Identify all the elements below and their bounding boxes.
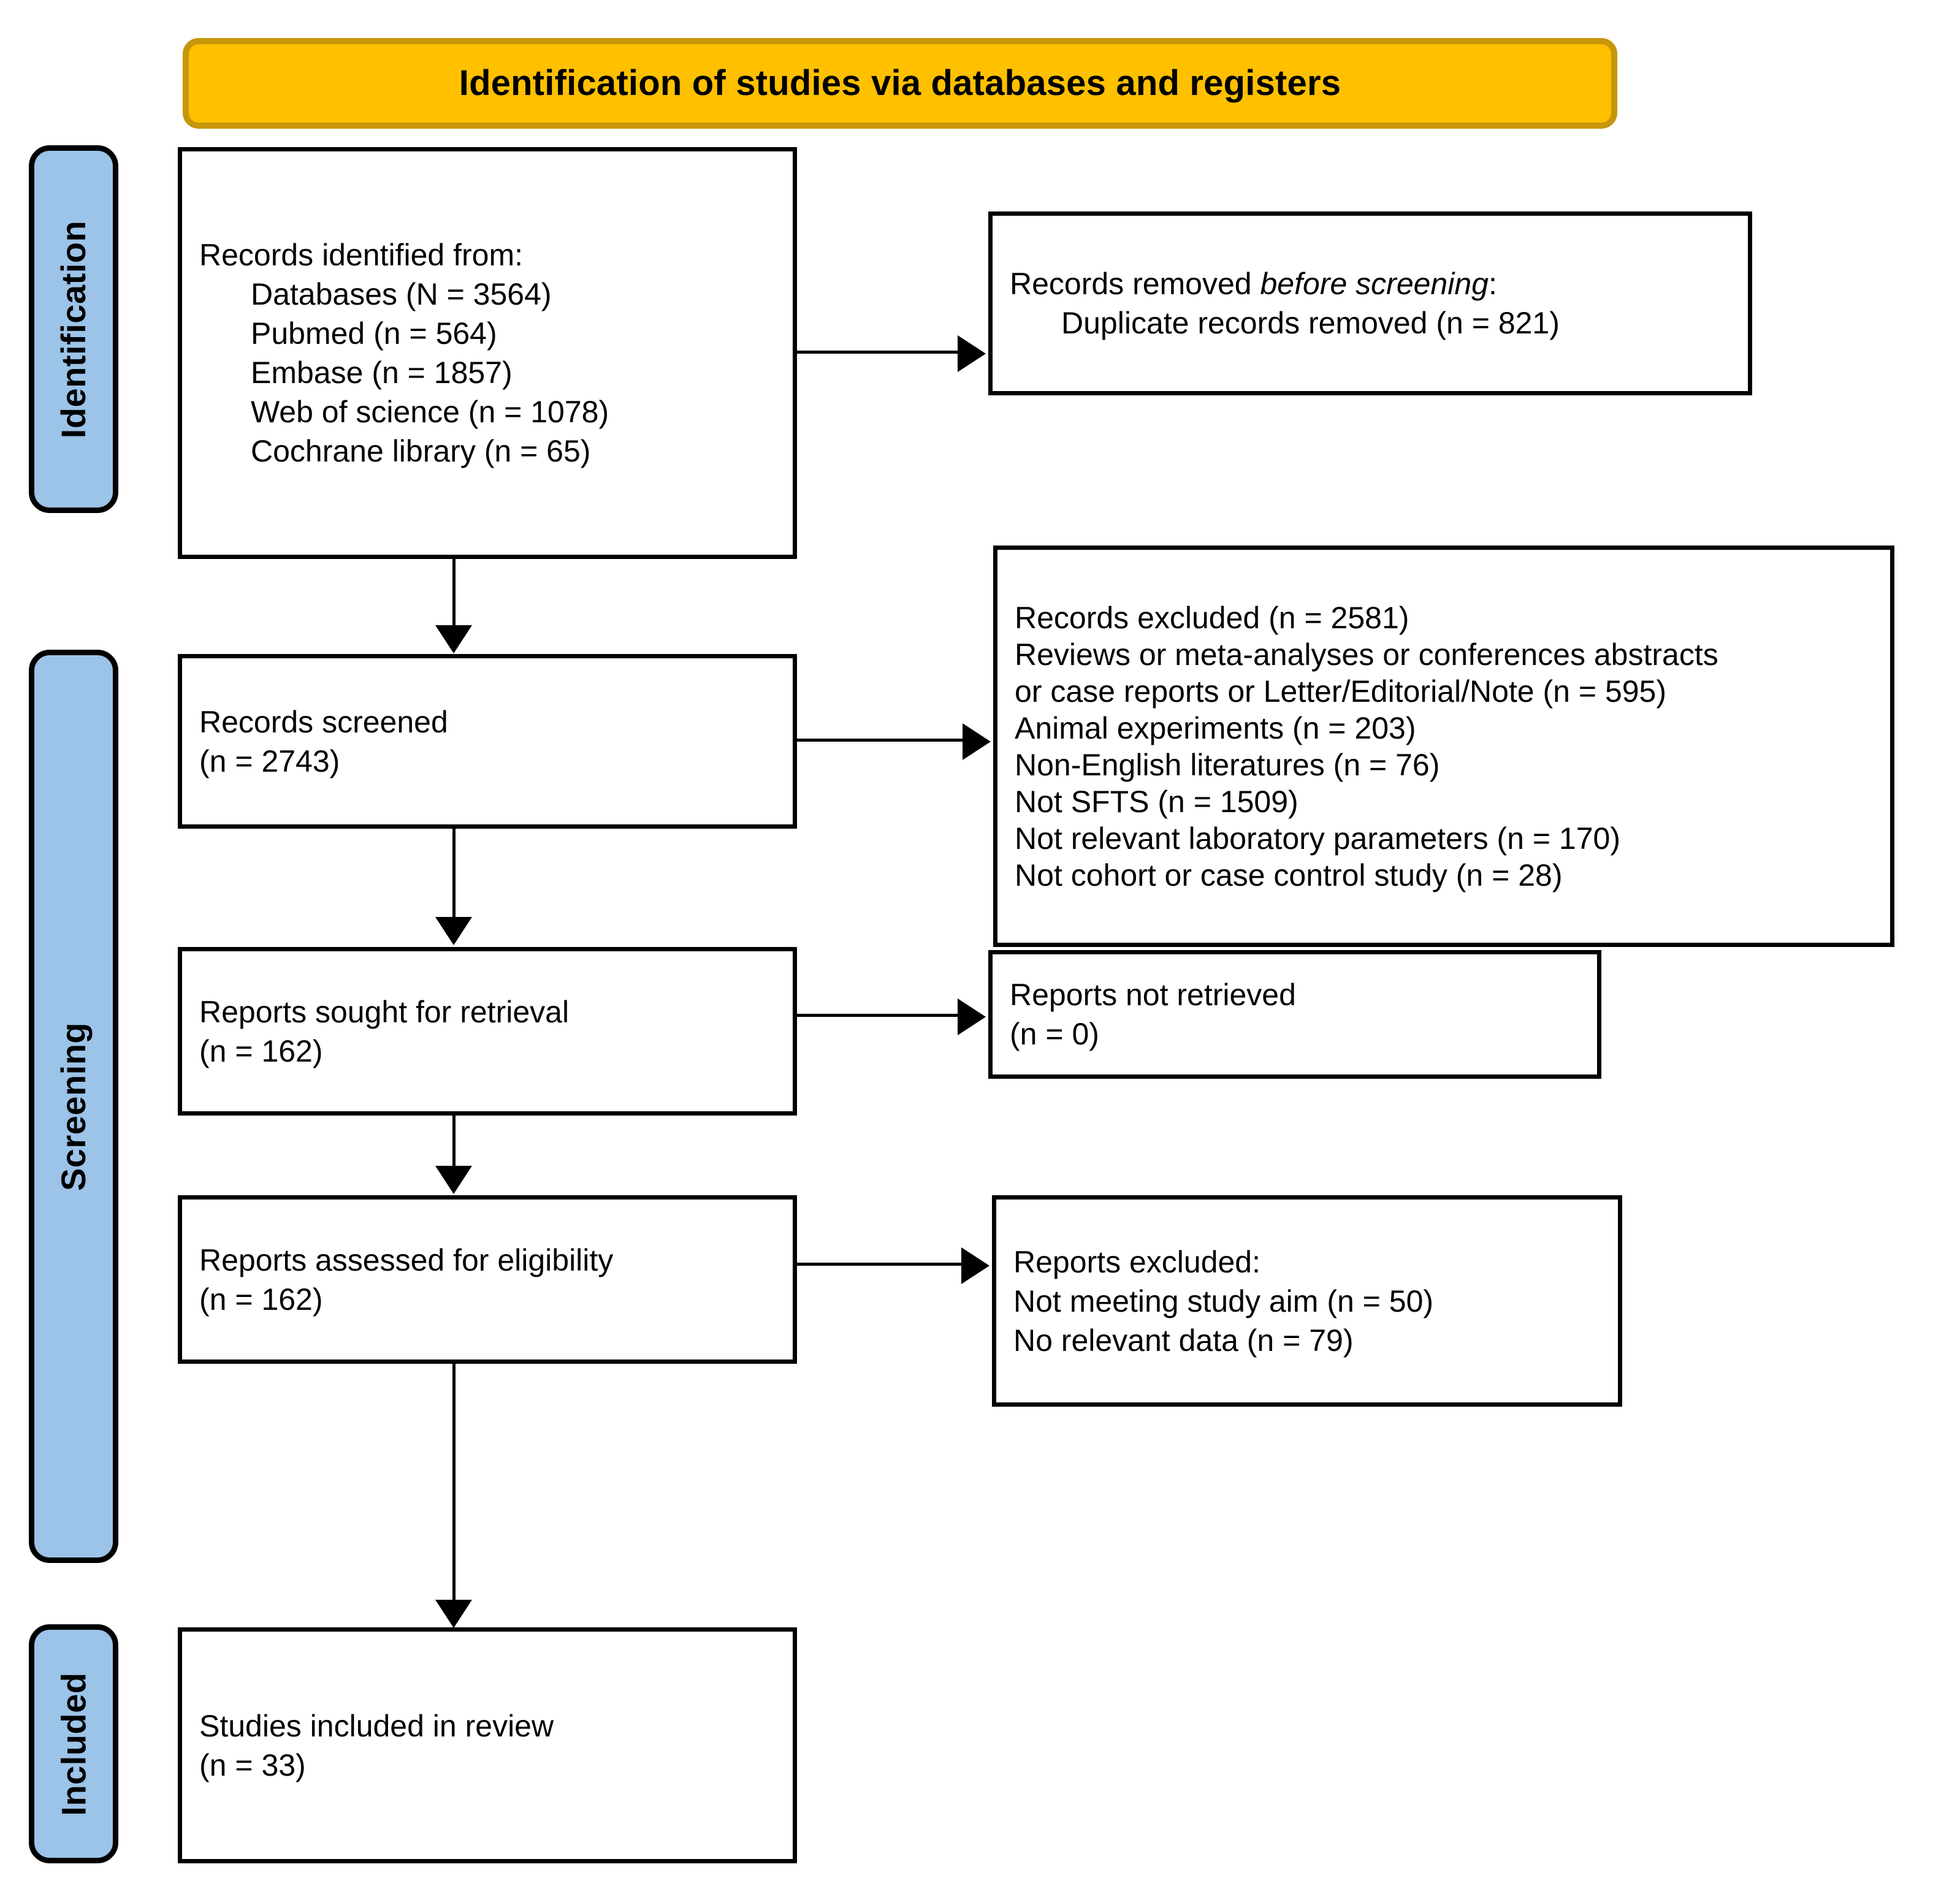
reports-sought-count: (n = 162): [199, 1033, 323, 1068]
studies-included-count: (n = 33): [199, 1747, 306, 1782]
connector-identified-to-removed-arrowhead: [958, 335, 986, 372]
connector-screened-to-sought: [452, 829, 456, 919]
records-removed-duplicates: Duplicate records removed (n = 821): [1061, 306, 1560, 340]
box-reports-not-retrieved-body: Reports not retrieved (n = 0): [993, 975, 1597, 1054]
records-removed-title-prefix: Records removed: [1010, 267, 1260, 301]
reports-not-retrieved-count: (n = 0): [1010, 1017, 1099, 1051]
studies-included-title: Studies included in review: [199, 1708, 554, 1743]
records-excluded-reason-animal: Animal experiments (n = 203): [1015, 710, 1416, 745]
stage-label-screening: Screening: [29, 650, 118, 1563]
box-reports-not-retrieved: Reports not retrieved (n = 0): [988, 950, 1601, 1079]
box-records-screened-body: Records screened (n = 2743): [182, 702, 793, 781]
connector-identified-to-screened: [452, 559, 456, 628]
reports-excluded-reason-study-aim: Not meeting study aim (n = 50): [1013, 1283, 1434, 1318]
box-reports-excluded: Reports excluded: Not meeting study aim …: [992, 1195, 1622, 1407]
box-reports-sought: Reports sought for retrieval (n = 162): [178, 947, 797, 1116]
connector-assessed-to-included-arrowhead: [435, 1600, 472, 1628]
stage-label-screening-text: Screening: [54, 1022, 93, 1191]
box-studies-included-body: Studies included in review (n = 33): [182, 1706, 793, 1785]
connector-identified-to-removed: [797, 351, 960, 354]
box-reports-assessed-body: Reports assessed for eligibility (n = 16…: [182, 1241, 793, 1319]
box-records-excluded: Records excluded (n = 2581) Reviews or m…: [993, 546, 1894, 947]
box-reports-excluded-body: Reports excluded: Not meeting study aim …: [996, 1242, 1618, 1360]
reports-assessed-count: (n = 162): [199, 1282, 323, 1317]
connector-screened-to-sought-arrowhead: [435, 917, 472, 945]
connector-screened-to-excluded: [797, 739, 964, 742]
records-excluded-total: Records excluded (n = 2581): [1015, 600, 1409, 635]
records-identified-source-web-of-science: Web of science (n = 1078): [251, 395, 609, 429]
reports-not-retrieved-title: Reports not retrieved: [1010, 978, 1296, 1012]
records-excluded-reason-reviews-1: Reviews or meta-analyses or conferences …: [1015, 637, 1718, 672]
connector-assessed-to-included: [452, 1364, 456, 1603]
records-excluded-reason-reviews-2: or case reports or Letter/Editorial/Note…: [1015, 674, 1667, 709]
reports-excluded-reason-no-data: No relevant data (n = 79): [1013, 1323, 1354, 1358]
stage-label-identification: Identification: [29, 145, 118, 513]
box-records-removed: Records removed before screening: Duplic…: [988, 211, 1752, 395]
records-identified-source-pubmed: Pubmed (n = 564): [251, 316, 497, 351]
connector-sought-to-assessed: [452, 1116, 456, 1168]
connector-assessed-to-excluded-arrowhead: [961, 1247, 990, 1284]
records-identified-source-databases: Databases (N = 3564): [251, 277, 552, 311]
diagram-title: Identification of studies via databases …: [459, 63, 1341, 104]
records-screened-title: Records screened: [199, 704, 448, 739]
connector-screened-to-excluded-arrowhead: [963, 723, 991, 760]
box-records-excluded-body: Records excluded (n = 2581) Reviews or m…: [997, 599, 1890, 894]
records-identified-source-embase: Embase (n = 1857): [251, 356, 513, 390]
records-identified-title: Records identified from:: [199, 238, 524, 272]
diagram-header-banner: Identification of studies via databases …: [183, 38, 1617, 129]
connector-sought-to-assessed-arrowhead: [435, 1166, 472, 1194]
records-removed-title: Records removed before screening:: [1010, 264, 1731, 303]
box-studies-included: Studies included in review (n = 33): [178, 1627, 797, 1863]
stage-label-identification-text: Identification: [54, 220, 93, 438]
connector-assessed-to-excluded: [797, 1263, 964, 1266]
connector-sought-to-not-retrieved: [797, 1014, 960, 1017]
reports-assessed-title: Reports assessed for eligibility: [199, 1242, 614, 1277]
records-screened-count: (n = 2743): [199, 743, 340, 778]
records-excluded-reason-non-english: Non-English literatures (n = 76): [1015, 747, 1440, 782]
box-records-removed-body: Records removed before screening: Duplic…: [993, 264, 1748, 343]
records-excluded-reason-not-relevant-lab: Not relevant laboratory parameters (n = …: [1015, 821, 1620, 856]
box-reports-assessed: Reports assessed for eligibility (n = 16…: [178, 1195, 797, 1364]
stage-label-included: Included: [29, 1624, 118, 1863]
connector-sought-to-not-retrieved-arrowhead: [958, 998, 986, 1035]
reports-sought-title: Reports sought for retrieval: [199, 994, 570, 1029]
box-reports-sought-body: Reports sought for retrieval (n = 162): [182, 992, 793, 1071]
records-excluded-reason-not-sfts: Not SFTS (n = 1509): [1015, 784, 1298, 819]
connector-identified-to-screened-arrowhead: [435, 625, 472, 653]
box-records-screened: Records screened (n = 2743): [178, 654, 797, 829]
records-excluded-reason-not-cohort: Not cohort or case control study (n = 28…: [1015, 857, 1563, 892]
stage-label-included-text: Included: [54, 1671, 93, 1816]
box-records-identified-body: Records identified from: Databases (N = …: [182, 235, 793, 471]
records-removed-title-suffix: :: [1488, 267, 1497, 301]
reports-excluded-title: Reports excluded:: [1013, 1244, 1261, 1279]
records-identified-source-cochrane: Cochrane library (n = 65): [251, 434, 591, 468]
records-removed-title-italic: before screening: [1260, 267, 1489, 301]
box-records-identified: Records identified from: Databases (N = …: [178, 147, 797, 559]
